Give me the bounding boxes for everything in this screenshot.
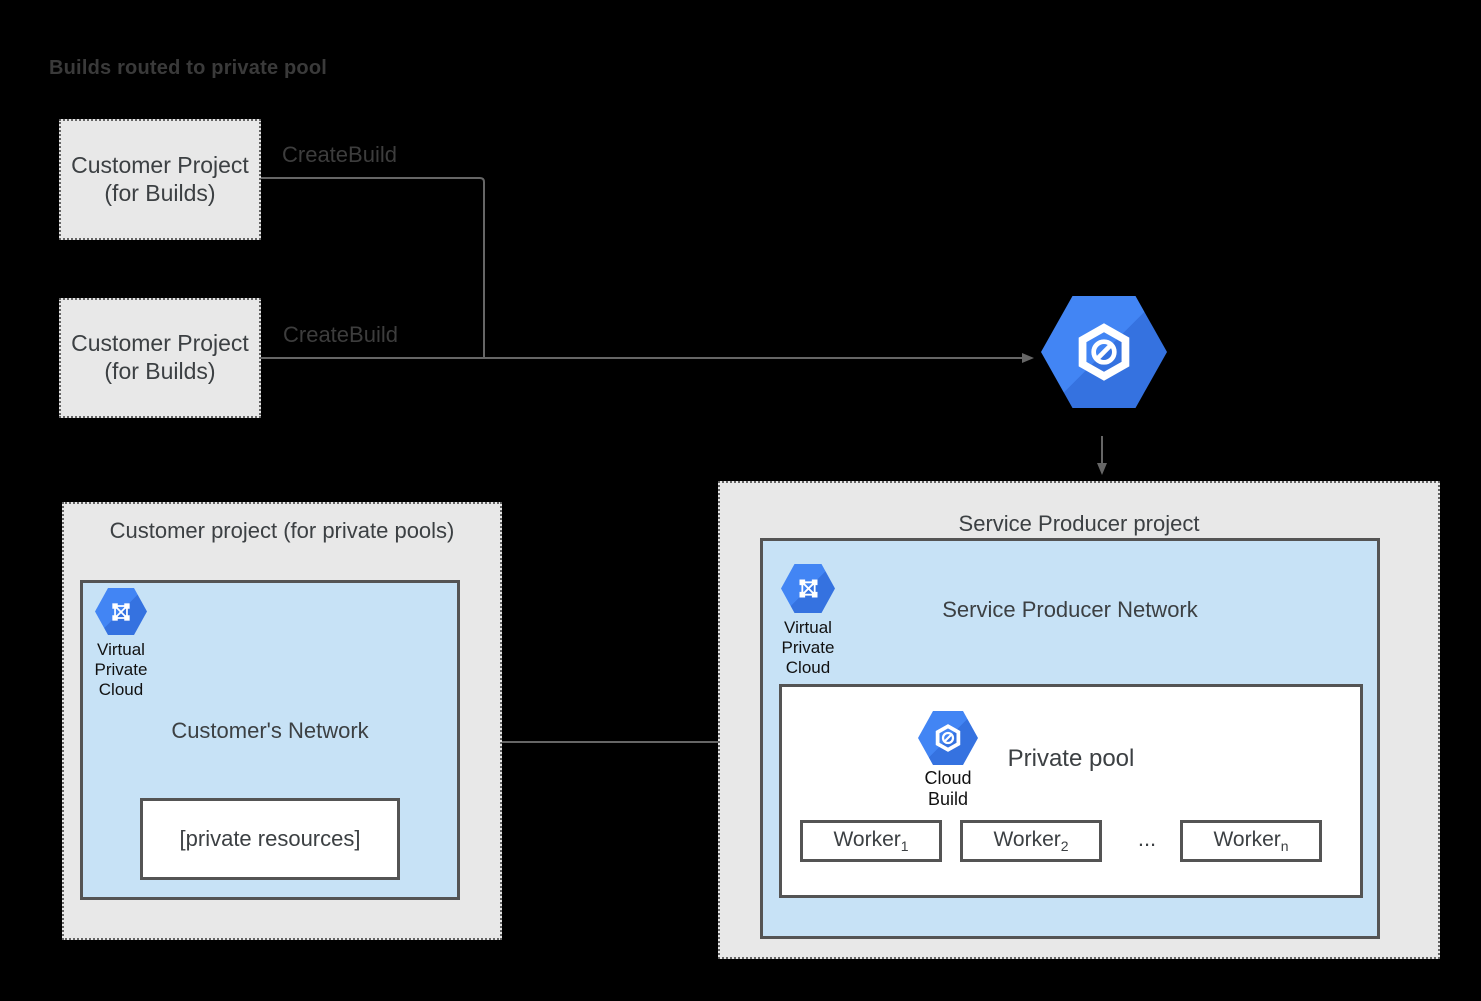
worker-box-1: Worker1 [800,820,942,862]
vpc-glyph [799,579,817,598]
customer-project-builds-label-2: Customer Project (for Builds) [71,330,249,384]
customer-network-title: Customer's Network [171,718,369,743]
worker-label-2: Worker2 [993,827,1069,855]
createbuild-label-2: CreateBuild [283,322,398,347]
service-producer-network-title: Service Producer Network [942,597,1198,622]
customer-project-builds-label-1: Customer Project (for Builds) [71,151,249,206]
private-resources-label: [private resources] [179,826,361,851]
vpc-glyph [112,602,130,621]
cloud-build-caption: Cloud Build [924,768,972,810]
private-resources-box: [private resources] [140,798,400,880]
customer-project-builds-box-1: Customer Project (for Builds) [59,119,261,240]
connector-createbuild-1 [261,177,485,358]
private-pool-box [779,684,1363,898]
private-pool-title: Private pool [1007,745,1135,772]
cloud-build-glyph [935,724,961,752]
worker-box-2: Worker2 [960,820,1102,862]
worker-box-n: Workern [1180,820,1322,862]
cloud-build-icon-small [918,711,978,765]
customer-pool-project-title: Customer project (for private pools) [109,518,455,543]
createbuild-label-1: CreateBuild [282,142,397,167]
worker-ellipsis: ... [1137,826,1157,851]
cloud-build-glyph [1078,323,1130,381]
vpc-caption-producer: Virtual Private Cloud [781,618,835,678]
page-title: Builds routed to private pool [49,57,328,79]
vpc-caption-customer: Virtual Private Cloud [94,640,148,700]
worker-label-1: Worker1 [833,827,909,855]
service-producer-project-title: Service Producer project [958,511,1200,536]
customer-project-builds-box-2: Customer Project (for Builds) [59,298,261,418]
vpc-icon-producer [781,564,835,613]
worker-label-n: Workern [1213,827,1289,855]
